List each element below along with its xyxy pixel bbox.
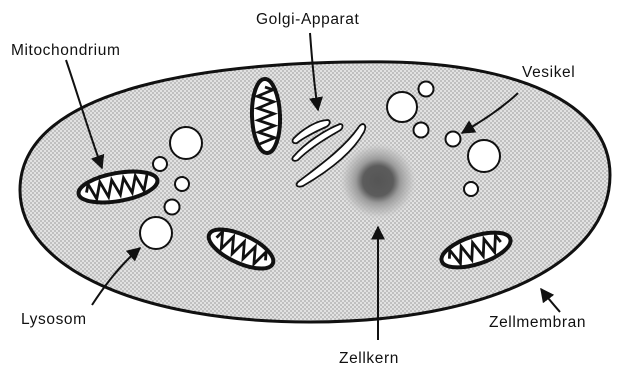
arrow-zellmembran: [541, 289, 560, 312]
label-lysosom: Lysosom: [21, 311, 87, 328]
vesicle: [419, 82, 434, 97]
label-vesikel: Vesikel: [522, 64, 575, 81]
lysosome: [170, 127, 202, 159]
lysosome: [175, 177, 189, 191]
vesicle: [464, 182, 478, 196]
label-zellmembran: Zellmembran: [489, 314, 586, 331]
label-golgi: Golgi-Apparat: [256, 11, 360, 28]
vesicle: [387, 92, 417, 122]
lysosome: [165, 200, 180, 215]
lysosome: [153, 157, 167, 171]
vesicle: [468, 140, 500, 172]
vesicle: [414, 123, 429, 138]
vesicle: [446, 132, 461, 147]
nucleus-halo: [338, 141, 418, 221]
lysosome: [140, 217, 172, 249]
label-zellkern: Zellkern: [339, 350, 399, 367]
nucleus: [338, 141, 418, 221]
mitochondrion-top: [251, 79, 282, 154]
label-mitochondrium: Mitochondrium: [11, 42, 120, 59]
